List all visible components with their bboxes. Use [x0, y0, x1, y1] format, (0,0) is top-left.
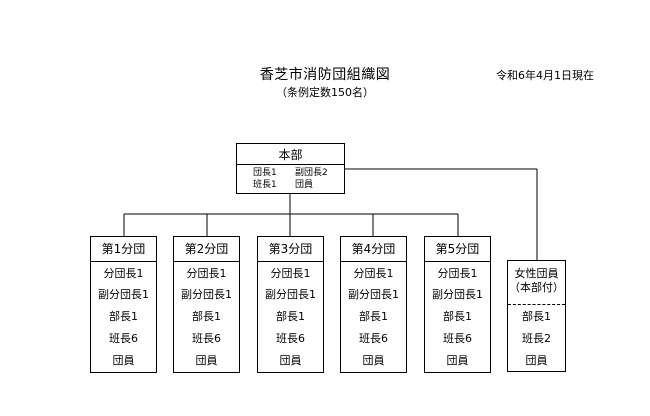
unit-item: 副分団長1: [181, 288, 232, 301]
page-title: 香芝市消防団組織図: [259, 67, 391, 83]
unit-item: 分団長1: [437, 267, 478, 280]
women-members-title: 女性団員 （本部付）: [508, 267, 565, 295]
unit-item: 班長6: [443, 332, 472, 345]
page-subtitle: （条例定数150名）: [276, 86, 374, 99]
hq-box: 本部 団長1 副団長2 班長1 団員: [236, 143, 345, 194]
unit-title: 第5分団: [425, 237, 490, 262]
unit-item: 副分団長1: [98, 288, 149, 301]
unit-item: 部長1: [192, 310, 221, 323]
unit-item: 班長6: [359, 332, 388, 345]
unit-item: 分団長1: [103, 267, 144, 280]
unit-item: 団員: [195, 354, 218, 367]
women-item: 班長2: [522, 332, 551, 345]
unit-item: 分団長1: [270, 267, 311, 280]
unit-item: 部長1: [109, 310, 138, 323]
unit-item: 班長6: [109, 332, 138, 345]
unit-title: 第4分団: [341, 237, 406, 262]
unit-item: 団員: [279, 354, 302, 367]
unit-box-5: 第5分団 分団長1 副分団長1 部長1 班長6 団員: [424, 236, 491, 373]
unit-item: 班長6: [276, 332, 305, 345]
women-item: 団員: [525, 354, 548, 367]
unit-item: 団員: [446, 354, 469, 367]
unit-item: 副分団長1: [265, 288, 316, 301]
unit-item: 分団長1: [353, 267, 394, 280]
hq-member: 団長1: [253, 168, 277, 178]
unit-item: 班長6: [192, 332, 221, 345]
dashed-divider: [508, 304, 565, 305]
women-members-box: 女性団員 （本部付） 部長1 班長2 団員: [507, 260, 566, 372]
unit-item: 副分団長1: [348, 288, 399, 301]
unit-box-3: 第3分団 分団長1 副分団長1 部長1 班長6 団員: [257, 236, 324, 373]
unit-item: 副分団長1: [432, 288, 483, 301]
unit-title: 第1分団: [91, 237, 156, 262]
unit-box-1: 第1分団 分団長1 副分団長1 部長1 班長6 団員: [90, 236, 157, 373]
unit-title: 第3分団: [258, 237, 323, 262]
unit-item: 部長1: [443, 310, 472, 323]
unit-item: 団員: [112, 354, 135, 367]
as-of-date: 令和6年4月1日現在: [496, 69, 594, 82]
hq-member: 副団長2: [295, 168, 328, 178]
unit-item: 部長1: [359, 310, 388, 323]
unit-item: 部長1: [276, 310, 305, 323]
women-item: 部長1: [522, 310, 551, 323]
unit-box-2: 第2分団 分団長1 副分団長1 部長1 班長6 団員: [173, 236, 240, 373]
unit-item: 分団長1: [186, 267, 227, 280]
hq-member: 班長1: [253, 180, 277, 190]
unit-box-4: 第4分団 分団長1 副分団長1 部長1 班長6 団員: [340, 236, 407, 373]
unit-title: 第2分団: [174, 237, 239, 262]
hq-title: 本部: [237, 146, 344, 165]
unit-item: 団員: [362, 354, 385, 367]
women-title-line: （本部付）: [509, 281, 564, 294]
women-title-line: 女性団員: [514, 267, 559, 280]
hq-member: 団員: [295, 180, 314, 190]
